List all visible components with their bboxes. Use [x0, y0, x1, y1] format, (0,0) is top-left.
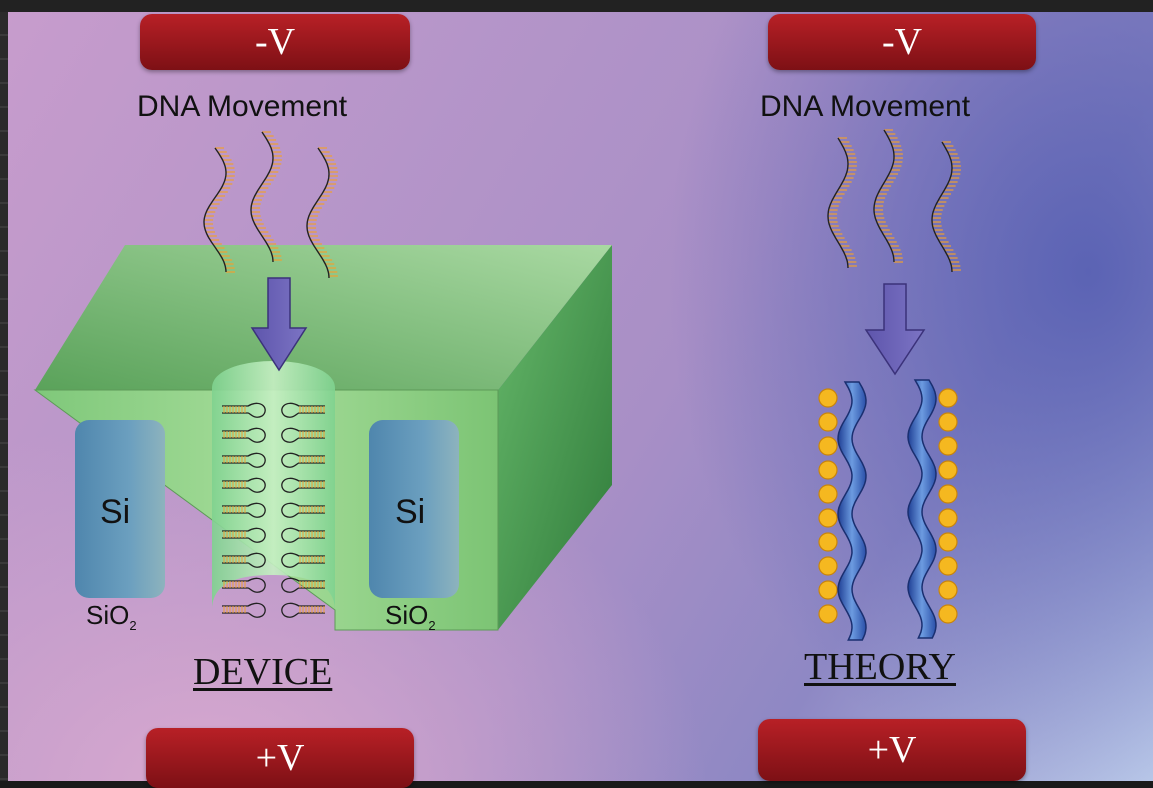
hairpin-left — [222, 602, 266, 618]
hairpin-right — [281, 452, 325, 468]
ion-bead-right — [938, 556, 958, 576]
left-negative-voltage-label: -V — [254, 21, 296, 63]
hairpin-right — [281, 527, 325, 543]
ion-bead-right — [938, 412, 958, 432]
ion-bead-right — [938, 532, 958, 552]
ion-bead-left — [818, 580, 838, 600]
ion-bead-left — [818, 556, 838, 576]
right-negative-voltage-label: -V — [881, 21, 923, 63]
right-sio2-label: SiO2 — [385, 600, 436, 634]
left-dna-strand-3 — [306, 147, 338, 279]
right-dna-strand-1 — [827, 137, 857, 269]
right-dna-strand-2 — [873, 129, 903, 263]
left-si-electrode — [75, 420, 165, 598]
right-dna-movement-heading: DNA Movement — [760, 90, 971, 123]
hairpin-right — [281, 552, 325, 568]
hairpin-left — [222, 527, 266, 543]
right-si-label: Si — [395, 493, 426, 531]
right-dna-strands — [827, 129, 961, 273]
device-side-face — [498, 245, 612, 630]
device-caption: DEVICE — [193, 651, 333, 693]
device-top-face — [35, 245, 612, 390]
hairpin-left — [222, 477, 266, 493]
hairpin-right — [281, 402, 325, 418]
right-positive-voltage-box: +V — [758, 719, 1026, 781]
hairpin-left — [222, 577, 266, 593]
hairpin-right — [281, 427, 325, 443]
ion-bead-left — [818, 604, 838, 624]
hairpin-right — [281, 477, 325, 493]
ion-bead-right — [938, 388, 958, 408]
left-dna-strand-1 — [203, 147, 235, 273]
ion-bead-left — [818, 436, 838, 456]
left-dna-strands — [203, 131, 338, 279]
right-dna-strand-3 — [931, 141, 961, 273]
hairpin-left — [222, 402, 266, 418]
hairpin-right — [281, 502, 325, 518]
theory-caption: THEORY — [804, 646, 956, 688]
left-negative-voltage-box: -V — [140, 14, 410, 70]
ion-bead-right — [938, 508, 958, 528]
hairpin-left — [222, 502, 266, 518]
hairpin-left — [222, 427, 266, 443]
right-blue-helix — [907, 379, 937, 639]
left-si-label: Si — [100, 493, 131, 531]
ion-bead-left — [818, 508, 838, 528]
left-dna-movement-heading: DNA Movement — [137, 90, 348, 123]
hairpin-left — [222, 452, 266, 468]
ion-bead-left — [818, 532, 838, 552]
hairpin-right — [281, 602, 325, 618]
ion-beads — [818, 388, 958, 624]
ion-bead-right — [938, 460, 958, 480]
right-si-electrode — [369, 420, 459, 598]
right-negative-voltage-box: -V — [768, 14, 1036, 70]
left-positive-voltage-box: +V — [146, 728, 414, 788]
hairpin-right — [281, 577, 325, 593]
right-positive-voltage-label: +V — [867, 729, 917, 771]
right-down-arrow-icon — [864, 283, 926, 376]
left-positive-voltage-label: +V — [255, 737, 305, 779]
ion-bead-right — [938, 436, 958, 456]
left-dna-strand-2 — [250, 131, 282, 263]
ion-bead-right — [938, 484, 958, 504]
ion-bead-right — [938, 580, 958, 600]
left-blue-helix — [837, 381, 867, 641]
ion-bead-left — [818, 484, 838, 504]
hairpin-left — [222, 552, 266, 568]
ion-bead-left — [818, 388, 838, 408]
left-ruler — [0, 12, 8, 781]
left-sio2-label: SiO2 — [86, 600, 137, 634]
left-down-arrow-icon — [250, 277, 308, 372]
dna-hairpins — [222, 402, 325, 618]
ion-bead-left — [818, 412, 838, 432]
window-top-bar — [0, 0, 1153, 12]
ion-bead-right — [938, 604, 958, 624]
ion-bead-left — [818, 460, 838, 480]
